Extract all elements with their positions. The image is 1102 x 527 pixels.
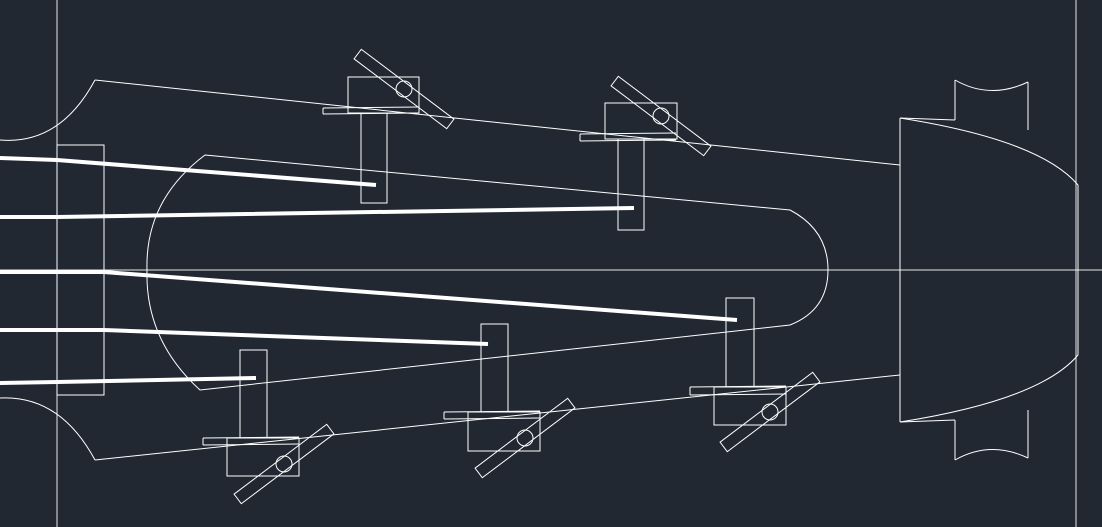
bobbin-bottom xyxy=(954,410,1029,461)
tuner-top-1 xyxy=(322,48,455,204)
string-2 xyxy=(0,206,635,219)
tuner-bottom-2 xyxy=(443,323,576,479)
headstock-cutout xyxy=(146,154,829,391)
tuner-bottom-1 xyxy=(202,349,335,505)
string-5 xyxy=(0,376,257,385)
strings xyxy=(0,156,738,385)
headstock-outline xyxy=(0,79,901,461)
string-3 xyxy=(0,270,738,322)
string-4 xyxy=(0,328,489,346)
body-cap xyxy=(899,117,1079,423)
bobbin-top xyxy=(954,79,1029,130)
string-1 xyxy=(0,156,377,187)
tuner-top-2 xyxy=(579,75,712,231)
tuner-bottom-3 xyxy=(689,297,821,453)
